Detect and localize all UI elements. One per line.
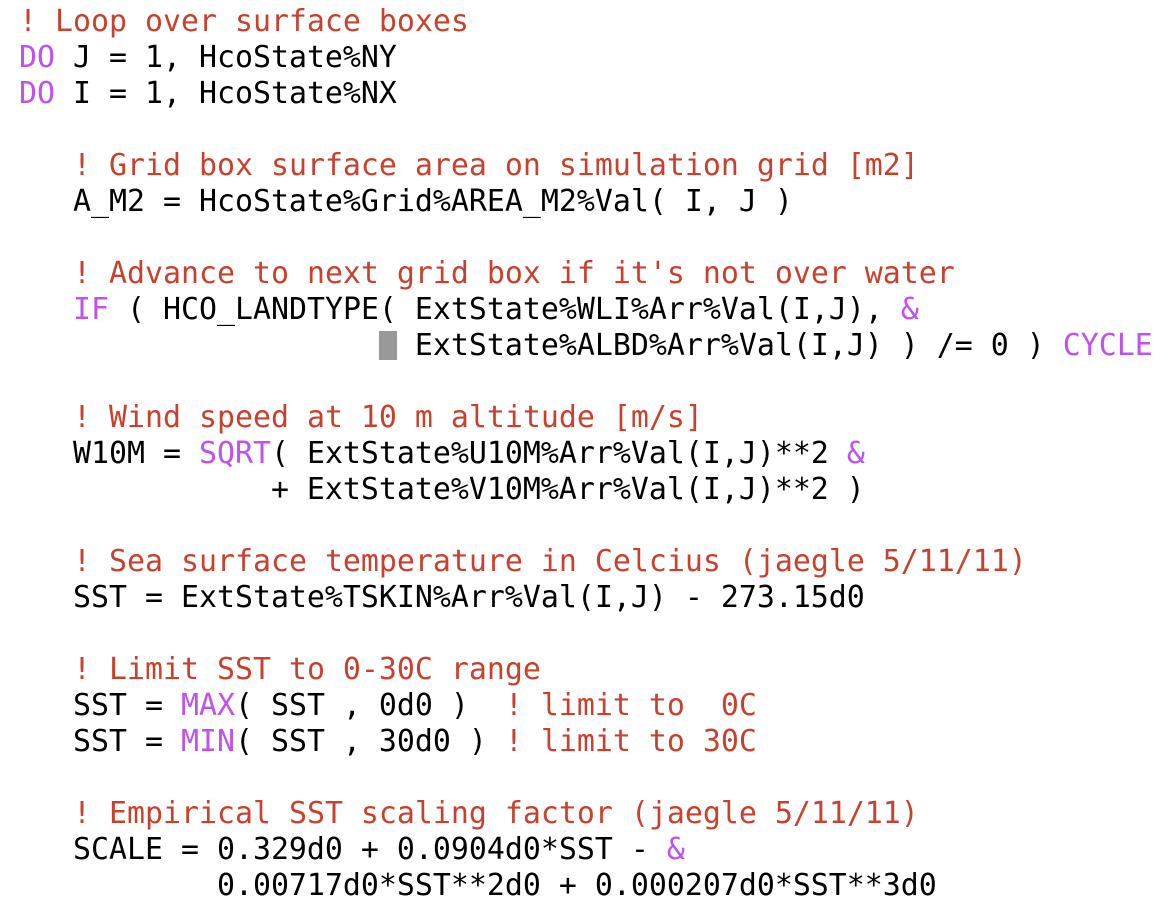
code-text: ( ExtState%U10M%Arr%Val(I,J)**2 <box>270 436 847 471</box>
code-text: ( HCO_LANDTYPE( ExtState%WLI%Arr%Val(I,J… <box>109 292 901 327</box>
code-text: SST = ExtState%TSKIN%Arr%Val(I,J) - 273.… <box>19 580 865 615</box>
code-line[interactable]: W10M = SQRT( ExtState%U10M%Arr%Val(I,J)*… <box>19 436 1153 472</box>
text-cursor <box>378 331 397 360</box>
code-line[interactable]: IF ( HCO_LANDTYPE( ExtState%WLI%Arr%Val(… <box>19 292 1153 328</box>
code-keyword: & <box>900 292 919 327</box>
code-text <box>19 292 73 327</box>
code-line[interactable]: ExtState%ALBD%Arr%Val(I,J) ) /= 0 ) CYCL… <box>19 328 1153 364</box>
code-line[interactable] <box>19 220 1153 256</box>
code-comment: ! limit to 0C <box>504 688 757 723</box>
code-text: A_M2 = HcoState%Grid%AREA_M2%Val( I, J ) <box>19 184 793 219</box>
code-keyword: IF <box>73 292 109 327</box>
code-keyword: & <box>846 436 865 471</box>
code-line[interactable]: SST = MIN( SST , 30d0 ) ! limit to 30C <box>19 724 1153 760</box>
code-comment: ! Wind speed at 10 m altitude [m/s] <box>73 400 703 435</box>
code-keyword: & <box>666 832 685 867</box>
code-text: SCALE = 0.329d0 + 0.0904d0*SST - <box>19 832 667 867</box>
code-text <box>19 328 379 363</box>
code-text: SST = <box>19 724 181 759</box>
code-line[interactable]: DO J = 1, HcoState%NY <box>19 40 1153 76</box>
code-line[interactable]: + ExtState%V10M%Arr%Val(I,J)**2 ) <box>19 472 1153 508</box>
code-line[interactable]: ! Sea surface temperature in Celcius (ja… <box>19 544 1153 580</box>
code-line[interactable]: ! Empirical SST scaling factor (jaegle 5… <box>19 796 1153 832</box>
code-text: ( SST , 30d0 ) <box>234 724 505 759</box>
code-line[interactable]: ! Limit SST to 0-30C range <box>19 652 1153 688</box>
code-line[interactable]: SST = MAX( SST , 0d0 ) ! limit to 0C <box>19 688 1153 724</box>
code-text <box>19 256 73 291</box>
code-text <box>19 544 73 579</box>
code-line[interactable]: ! Grid box surface area on simulation gr… <box>19 148 1153 184</box>
code-comment: ! limit to 30C <box>504 724 757 759</box>
code-keyword: DO <box>19 40 55 75</box>
code-text: SST = <box>19 688 181 723</box>
code-line[interactable] <box>19 364 1153 400</box>
code-line[interactable]: SCALE = 0.329d0 + 0.0904d0*SST - & <box>19 832 1153 868</box>
code-text: I = 1, HcoState%NX <box>55 76 397 111</box>
code-text <box>19 148 73 183</box>
code-line[interactable] <box>19 760 1153 796</box>
code-line[interactable]: DO I = 1, HcoState%NX <box>19 76 1153 112</box>
code-line[interactable]: ! Wind speed at 10 m altitude [m/s] <box>19 400 1153 436</box>
code-keyword: SQRT <box>198 436 271 471</box>
code-line[interactable]: 0.00717d0*SST**2d0 + 0.000207d0*SST**3d0 <box>19 868 1153 904</box>
code-keyword: DO <box>19 76 55 111</box>
code-keyword: MIN <box>180 724 235 759</box>
code-comment: ! Empirical SST scaling factor (jaegle 5… <box>73 796 919 831</box>
code-line[interactable]: ! Advance to next grid box if it's not o… <box>19 256 1153 292</box>
code-line[interactable]: ! Loop over surface boxes <box>19 4 1153 40</box>
code-line[interactable] <box>19 508 1153 544</box>
code-text: ExtState%ALBD%Arr%Val(I,J) ) /= 0 ) <box>396 328 1063 363</box>
code-keyword: CYCLE <box>1062 328 1153 363</box>
code-text <box>19 796 73 831</box>
code-text <box>19 652 73 687</box>
code-text <box>19 400 73 435</box>
code-text: 0.00717d0*SST**2d0 + 0.000207d0*SST**3d0 <box>19 868 937 903</box>
code-comment: ! Grid box surface area on simulation gr… <box>73 148 919 183</box>
code-keyword: MAX <box>180 688 235 723</box>
code-text: J = 1, HcoState%NY <box>55 40 397 75</box>
code-text: + ExtState%V10M%Arr%Val(I,J)**2 ) <box>19 472 865 507</box>
code-text: W10M = <box>19 436 199 471</box>
code-text: ( SST , 0d0 ) <box>234 688 505 723</box>
code-line[interactable]: A_M2 = HcoState%Grid%AREA_M2%Val( I, J ) <box>19 184 1153 220</box>
code-line[interactable] <box>19 112 1153 148</box>
code-comment: ! Sea surface temperature in Celcius (ja… <box>73 544 1027 579</box>
code-comment: ! Advance to next grid box if it's not o… <box>73 256 955 291</box>
code-line[interactable]: SST = ExtState%TSKIN%Arr%Val(I,J) - 273.… <box>19 580 1153 616</box>
code-comment: ! Loop over surface boxes <box>19 4 469 39</box>
code-line[interactable] <box>19 616 1153 652</box>
code-comment: ! Limit SST to 0-30C range <box>73 652 541 687</box>
